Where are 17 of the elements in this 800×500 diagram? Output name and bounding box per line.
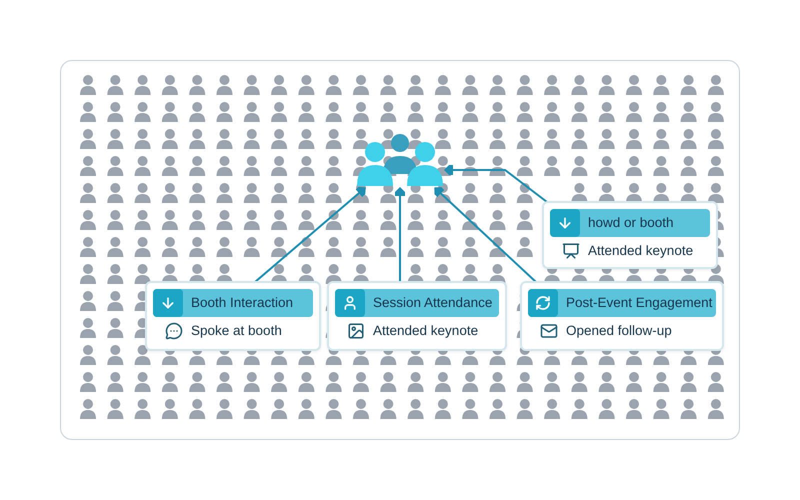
people-group-icon	[355, 132, 445, 188]
connector-line	[444, 165, 548, 203]
card-title: Session Attendance	[373, 294, 492, 312]
attendee-card	[327, 281, 507, 351]
attendee-card	[145, 281, 321, 351]
connector-line	[254, 186, 366, 283]
card-detail: Opened follow-up	[566, 322, 672, 340]
card-detail: Attended keynote	[373, 322, 478, 340]
card-detail: Spoke at booth	[191, 322, 282, 340]
connector-line	[395, 187, 405, 282]
connector-line	[434, 187, 537, 283]
card-title: Post-Event Engagement	[566, 294, 712, 312]
card-detail: Attended keynote	[588, 242, 694, 260]
card-title: Booth Interaction	[191, 294, 294, 312]
attendee-card	[520, 281, 724, 351]
attendee-card	[542, 201, 718, 269]
card-title: howd or booth	[588, 214, 674, 232]
